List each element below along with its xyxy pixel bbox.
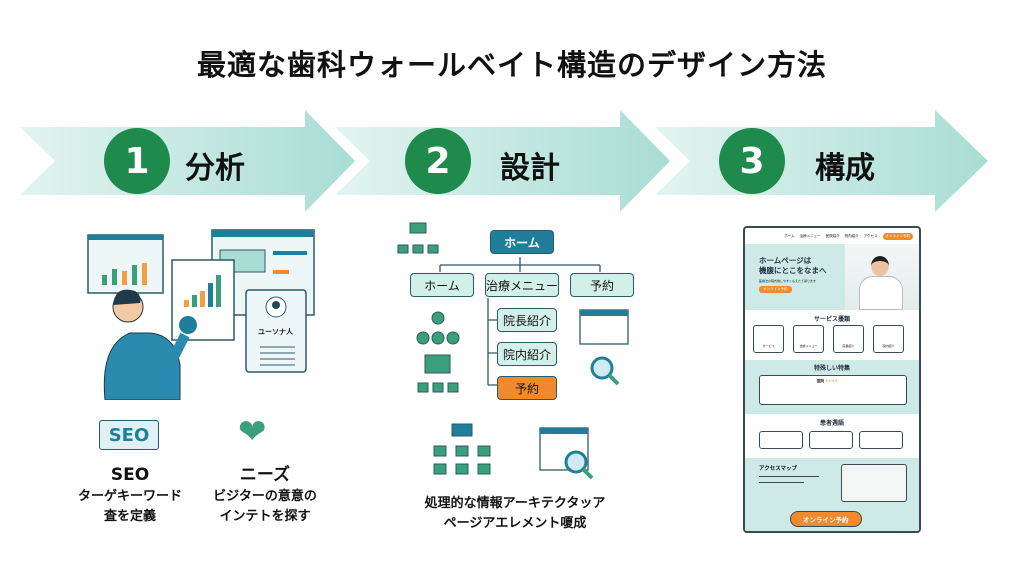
seo-line-2: 査を定義 (103, 509, 156, 524)
analysis-illustration (87, 229, 315, 400)
sitemap-clinic: 院内紹介 (497, 342, 557, 366)
service-item[interactable]: 院内紹介 (882, 344, 895, 348)
seo-icon: SEO (99, 420, 159, 450)
hero-sub: 医療法の院式他しやすくもえたて報ります (759, 279, 816, 283)
seo-title: SEO (110, 465, 150, 485)
map[interactable] (841, 464, 907, 502)
design-caption-line-1: 処理的な情報アーキテクタッア (424, 496, 606, 511)
hero-button[interactable]: オンライン予約 (759, 286, 792, 293)
nav-item[interactable]: 治療メニュー (799, 233, 821, 238)
step-1-number: 1 (104, 128, 170, 194)
website-mockup: ホーム 治療メニュー 医院紹介 院内紹介 アクセス オンライン予約 ホームページ… (743, 226, 921, 533)
hero-title: ホームページは 機腹にとこをなまへ (759, 256, 827, 276)
feature-stars: ★★★★ (825, 379, 838, 383)
design-icons (433, 423, 594, 480)
hero-line-1: ホームページは (759, 256, 812, 265)
heart-hands-icon: ❤ (238, 412, 267, 452)
mockup-nav: ホーム 治療メニュー 医院紹介 院内紹介 アクセス オンライン予約 (745, 228, 919, 244)
arrow-step-1 (20, 110, 355, 212)
page-title: 最適な歯科ウォールベイト構造のデザイン方法 (196, 48, 827, 82)
access-title: アクセスマップ (759, 466, 798, 472)
online-reserve-button[interactable]: オンライン予約 (790, 511, 862, 527)
needs-line-1: ビジターの意意の (213, 489, 317, 504)
needs-caption: ニーズ ビジターの意意の インテトを探す (200, 463, 330, 527)
nav-item[interactable]: 医院紹介 (825, 233, 840, 238)
needs-line-2: インテトを探す (219, 509, 311, 524)
sitemap-treatment-menu: 治療メニュー (485, 273, 559, 297)
step-1-label: 分析 (185, 151, 245, 186)
sitemap-root: ホーム (490, 230, 554, 254)
service-item[interactable]: 治療メニュー (799, 344, 818, 348)
feature-name: 医院 (817, 379, 824, 383)
seo-caption: SEO ターゲキーワード 査を定義 (60, 463, 200, 527)
service-item[interactable]: サービス (762, 344, 775, 348)
step-2-number: 2 (405, 128, 471, 194)
sitemap-director: 院長紹介 (497, 308, 557, 332)
design-caption-line-2: ページアエレメント嗄成 (443, 516, 587, 531)
mockup-hero: ホームページは 機腹にとこをなまへ 医療法の院式他しやすくもえたて報ります オン… (745, 244, 919, 310)
doctor-photo (845, 244, 919, 310)
nav-item[interactable]: アクセス (863, 233, 878, 238)
persona-label: ユーソナ人 (258, 328, 293, 336)
nav-item[interactable]: 院内紹介 (844, 233, 859, 238)
step-3-number: 3 (719, 128, 785, 194)
hero-line-2: 機腹にとこをなまへ (759, 266, 827, 275)
nav-item[interactable]: ホーム (784, 233, 795, 238)
reviews-title: 患者週語 (819, 420, 844, 427)
seo-line-1: ターゲキーワード (77, 489, 182, 504)
sitemap-reserve-child: 予約 (497, 376, 557, 400)
service-item[interactable]: 院長紹介 (842, 344, 855, 348)
needs-title: ニーズ (239, 465, 291, 485)
services-title: サービス擾類 (813, 316, 850, 323)
sitemap-home: ホーム (410, 273, 474, 297)
sitemap-connectors (397, 222, 629, 393)
sitemap-reservation: 予約 (570, 273, 634, 297)
step-3-label: 構成 (815, 151, 875, 186)
nav-reserve-button[interactable]: オンライン予約 (882, 232, 913, 240)
feature-title: 特殊しい特集 (813, 365, 850, 372)
design-caption: 処理的な情報アーキテクタッア ページアエレメント嗄成 (400, 494, 630, 534)
step-2-label: 設計 (500, 151, 560, 186)
